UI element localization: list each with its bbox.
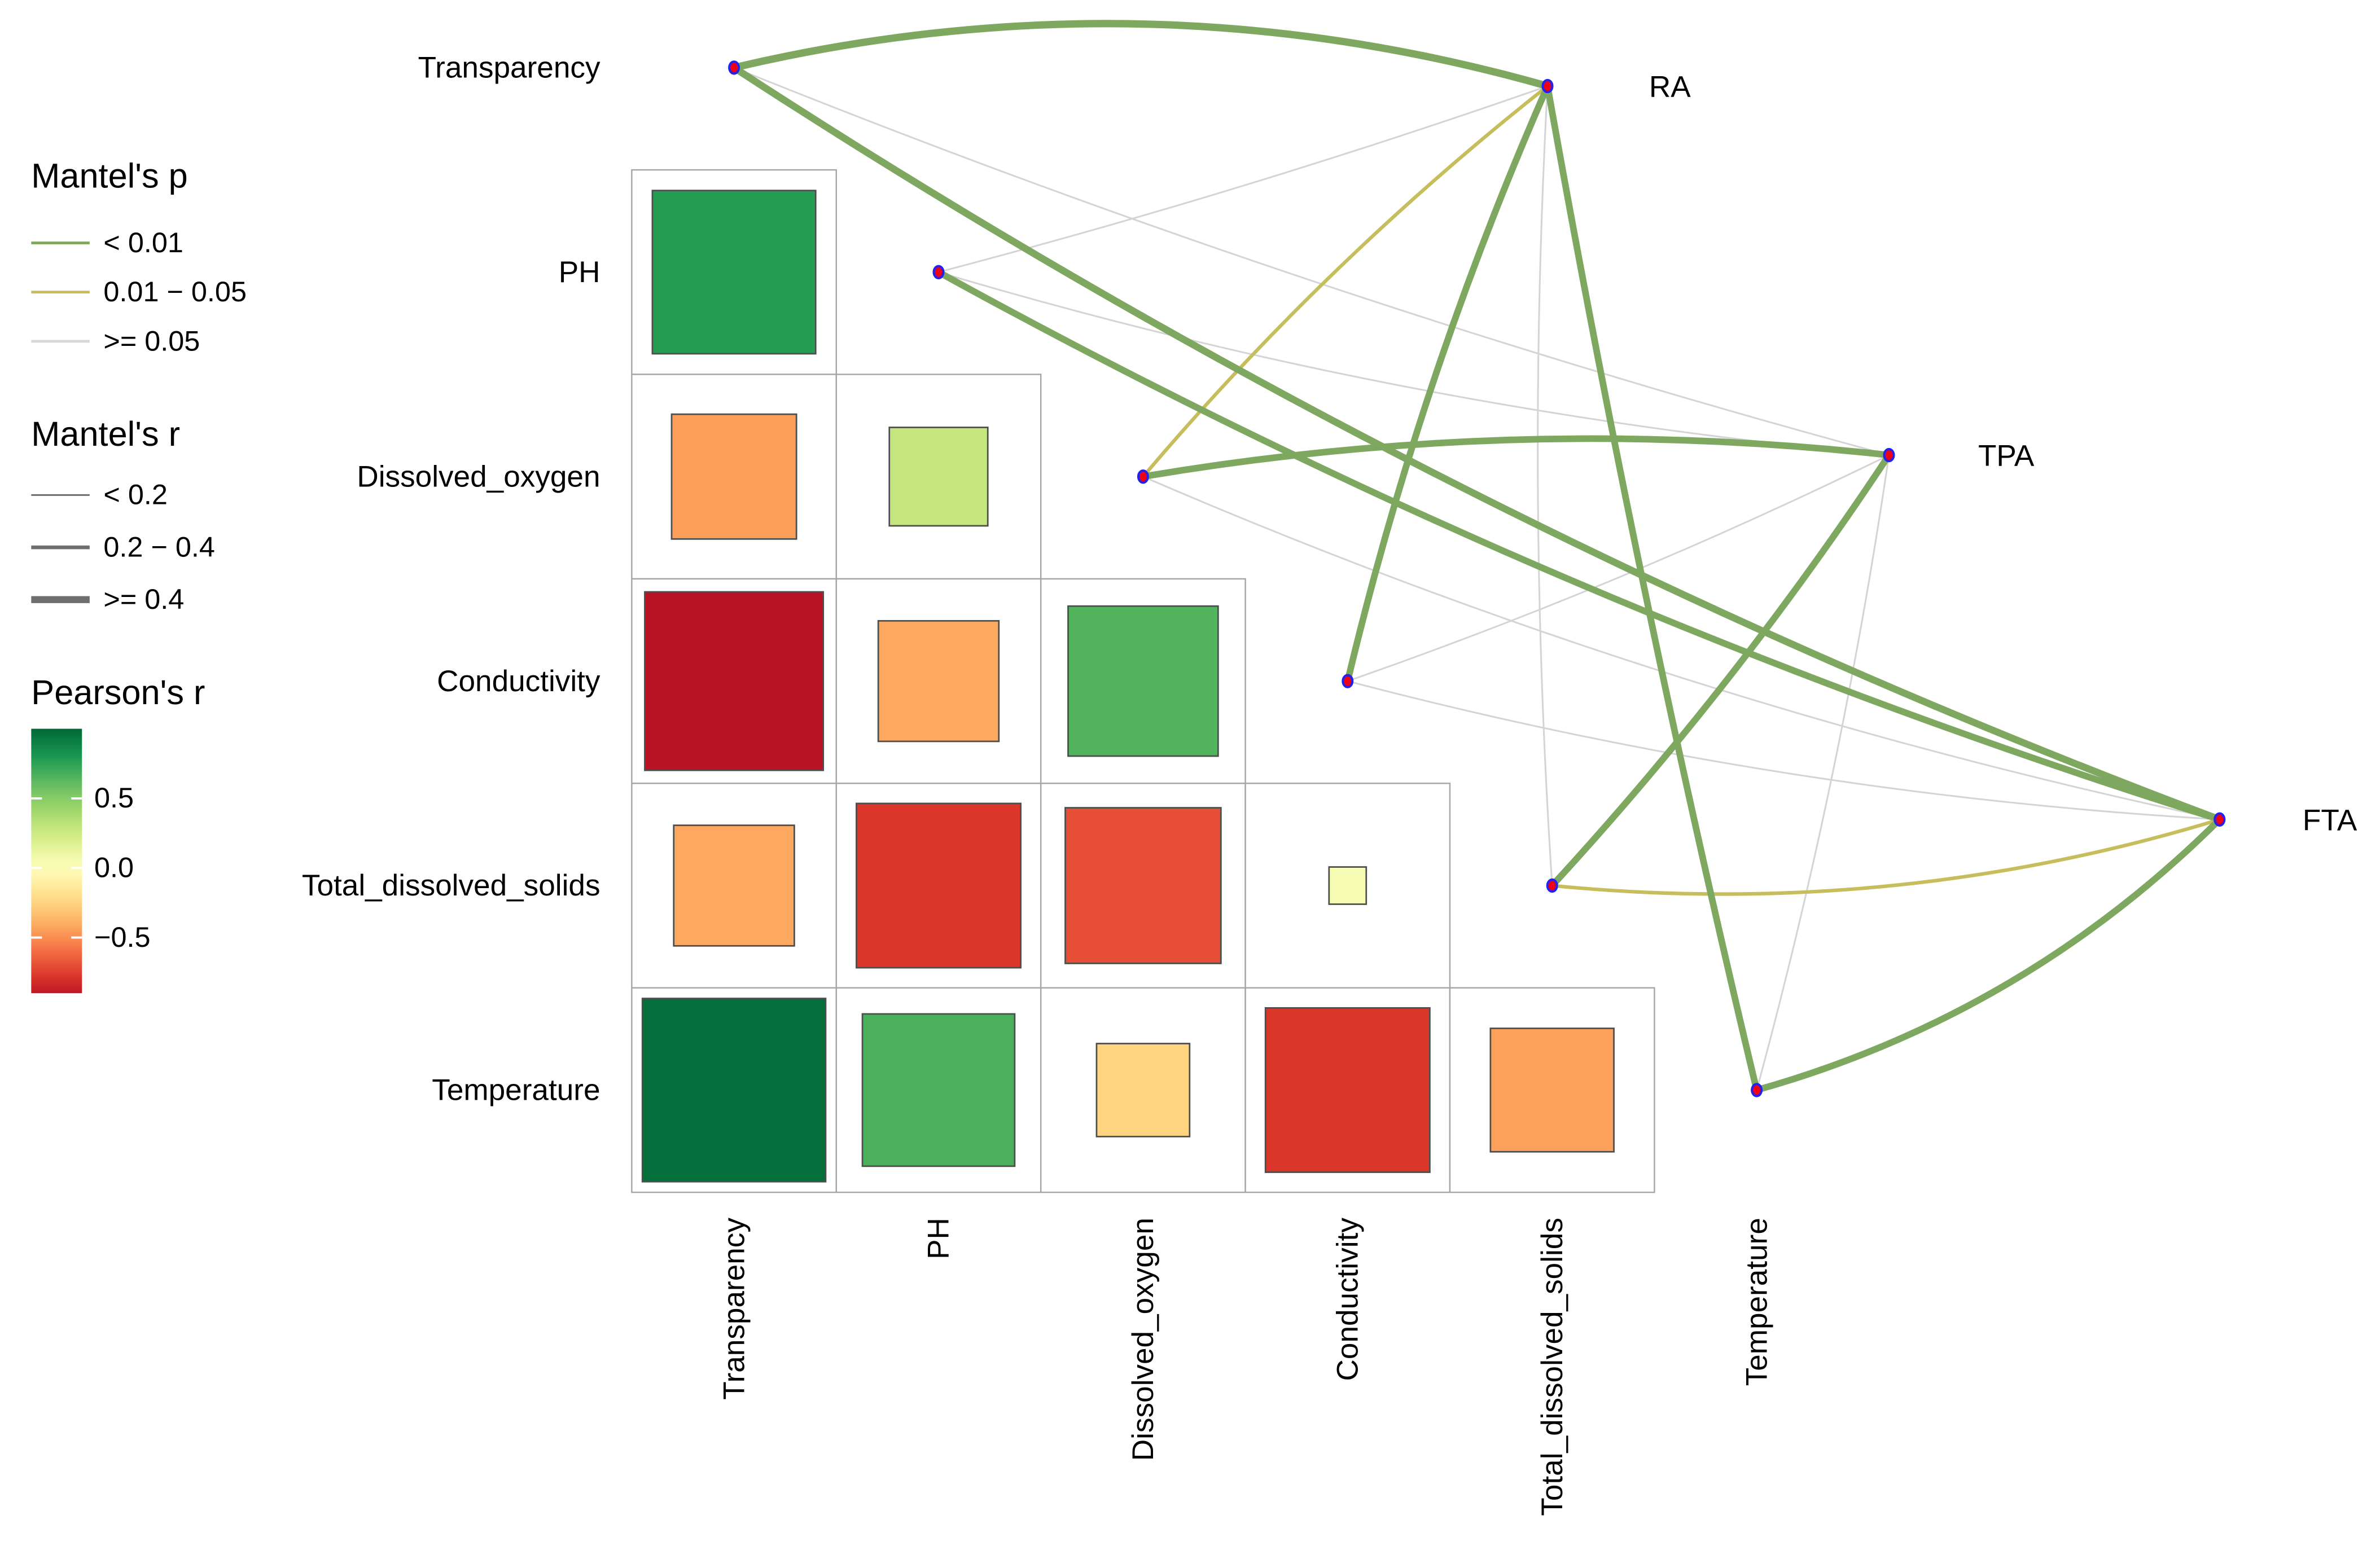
edge-PH-RA (937, 85, 1549, 273)
node-label-FTA: FTA (2303, 803, 2357, 837)
mantel-edges (730, 20, 2224, 1094)
axis-label-Temperature: Temperature (1740, 1218, 1773, 1386)
node-PH (932, 265, 945, 279)
axis-label-Transparency: Transparency (717, 1218, 751, 1400)
node-TPA (1883, 447, 1895, 463)
axis-label-Conductivity: Conductivity (1331, 1218, 1365, 1381)
axis-label-Total_dissolved_solids: Total_dissolved_solids (1536, 1218, 1569, 1516)
pearson-tick-label-0: 0.5 (94, 781, 134, 814)
network-nodes (728, 60, 2226, 1097)
pearson-square-Conductivity-Transparency (644, 591, 825, 771)
edge-Conductivity-TPA (1347, 454, 1890, 682)
axis-label-PH: PH (922, 1218, 955, 1259)
edge-PH-FTA (935, 269, 2223, 823)
row-label-Transparency: Transparency (418, 51, 601, 85)
legend-mantel-p-label-1: 0.01 − 0.05 (103, 275, 247, 308)
pearson-colorbar (31, 728, 82, 994)
legend-pearson-title: Pearson's r (31, 673, 205, 712)
node-Total_dissolved_solids (1546, 878, 1558, 893)
pearson-square-Dissolved_oxygen-PH (888, 427, 989, 527)
legend-mantel-p-title: Mantel's p (31, 156, 187, 195)
edge-Conductivity-RA (1344, 82, 1551, 684)
edge-Transparency-FTA (730, 64, 2224, 823)
edge-Temperature-FTA (1753, 816, 2223, 1094)
pearson-square-Total_dissolved_solids-PH (856, 802, 1022, 969)
row-label-PH: PH (559, 256, 601, 289)
pearson-square-Dissolved_oxygen-Transparency (670, 413, 797, 540)
legend-mantel-r-title: Mantel's r (31, 415, 180, 453)
edge-Total_dissolved_solids-RA (1537, 85, 1553, 887)
row-label-Temperature: Temperature (432, 1074, 600, 1107)
node-Dissolved_oxygen (1137, 469, 1149, 484)
legend-mantel-p-label-2: >= 0.05 (103, 324, 200, 357)
row-label-Total_dissolved_solids: Total_dissolved_solids (302, 869, 601, 902)
pearson-square-PH-Transparency (651, 190, 817, 355)
edge-Total_dissolved_solids-TPA (1549, 451, 1892, 889)
axis-label-Dissolved_oxygen: Dissolved_oxygen (1127, 1218, 1160, 1461)
pearson-square-Temperature-PH (861, 1013, 1016, 1167)
pearson-square-Temperature-Transparency (641, 998, 827, 1183)
edge-Transparency-TPA (733, 67, 1890, 456)
row-label-Dissolved_oxygen: Dissolved_oxygen (357, 460, 600, 493)
node-label-RA: RA (1649, 71, 1691, 104)
pearson-tick-label-2: −0.5 (94, 921, 150, 953)
pearson-square-Temperature-Conductivity (1264, 1007, 1431, 1173)
edge-Total_dissolved_solids-FTA (1550, 818, 2221, 896)
node-label-TPA: TPA (1978, 440, 2035, 473)
pearson-square-Total_dissolved_solids-Conductivity (1328, 866, 1367, 905)
pearson-matrix (631, 169, 1655, 1193)
edge-Dissolved_oxygen-RA (1141, 84, 1550, 478)
edge-Dissolved_oxygen-FTA (1142, 476, 2221, 820)
edge-Temperature-TPA (1756, 454, 1890, 1091)
legend-mantel-p-label-0: < 0.01 (103, 226, 183, 258)
node-Temperature (1751, 1083, 1763, 1097)
pearson-square-Total_dissolved_solids-Transparency (673, 824, 795, 947)
row-label-Conductivity: Conductivity (437, 665, 601, 698)
pearson-square-Temperature-Dissolved_oxygen (1095, 1043, 1191, 1138)
node-RA (1541, 78, 1554, 94)
legend-mantel-r-label-2: >= 0.4 (103, 583, 184, 615)
edge-Temperature-RA (1544, 82, 1760, 1094)
node-FTA (2214, 812, 2226, 827)
pearson-square-Total_dissolved_solids-Dissolved_oxygen (1064, 807, 1222, 964)
pearson-square-Conductivity-PH (877, 620, 1000, 743)
legend-mantel-r-label-1: 0.2 − 0.4 (103, 530, 215, 563)
pearson-tick-label-1: 0.0 (94, 851, 134, 884)
node-Conductivity (1342, 674, 1354, 688)
legend-mantel-r-label-0: < 0.2 (103, 478, 167, 511)
edge-PH-TPA (937, 271, 1890, 456)
axis-and-node-labels: TransparencyPHDissolved_oxygenConductivi… (302, 51, 2357, 1516)
legends: Mantel's p < 0.01 0.01 − 0.05 >= 0.05Mantel… (31, 156, 247, 994)
edge-Transparency-RA (730, 20, 1551, 90)
node-Transparency (728, 60, 740, 75)
pearson-square-Conductivity-Dissolved_oxygen (1067, 605, 1219, 757)
pearson-square-Temperature-Total_dissolved_solids (1489, 1027, 1615, 1153)
edge-Dissolved_oxygen-TPA (1139, 435, 1892, 480)
edge-Conductivity-FTA (1347, 680, 2221, 820)
